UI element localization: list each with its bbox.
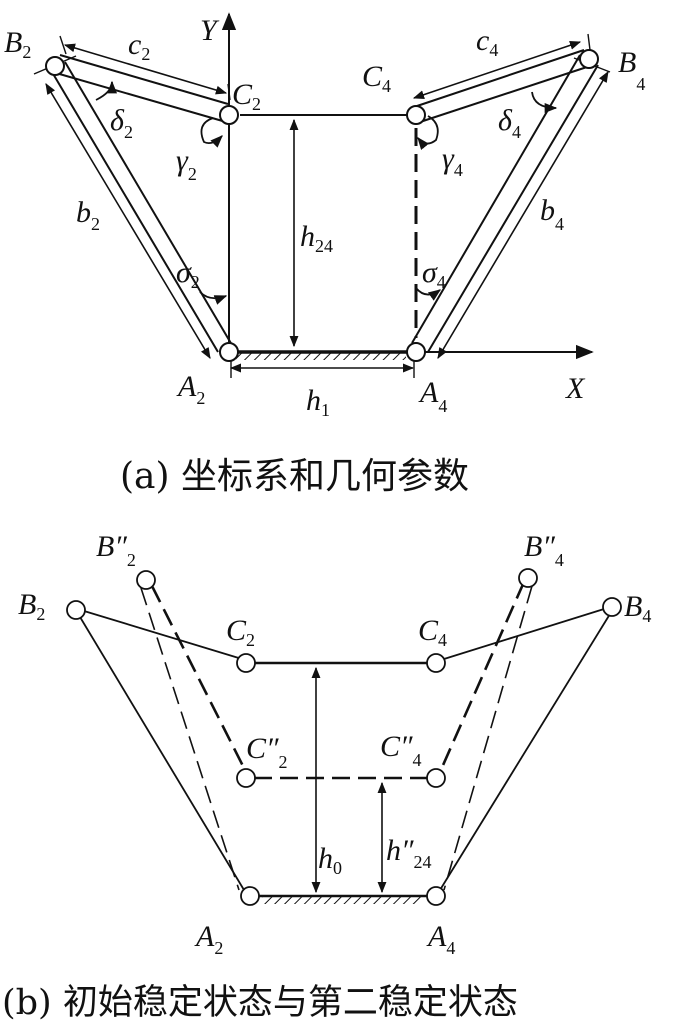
joint-a2 xyxy=(219,342,239,362)
label-h24: h24 xyxy=(300,220,333,256)
label-a4: A4 xyxy=(418,376,447,416)
gamma4-arc xyxy=(417,115,439,151)
joint-a4 xyxy=(406,342,426,362)
part-b: B2 B″2 C2 C4 C″2 C″4 B″4 B4 A2 A4 h0 h″2… xyxy=(2,530,651,1023)
joint-c2-initial xyxy=(236,653,256,673)
link-b4-initial xyxy=(439,613,611,891)
label-gamma2: γ2 xyxy=(176,144,197,184)
b2-dimension xyxy=(45,83,211,359)
label-b2-b: B2 xyxy=(18,588,45,624)
c4-dimension xyxy=(412,40,582,100)
joint-b2 xyxy=(45,56,65,76)
joint-c4-second xyxy=(426,768,446,788)
sigma4-arc xyxy=(415,287,442,301)
label-c4-b: C4 xyxy=(418,614,447,650)
caption-a: (a) 坐标系和几何参数 xyxy=(120,456,469,497)
joint-a2-b xyxy=(240,886,260,906)
gamma2-arc xyxy=(200,117,223,148)
joint-b4-initial xyxy=(602,597,622,617)
link-b4 xyxy=(411,54,599,353)
part-a: Y X B2 C2 C4 B4 A2 A4 c2 c4 b2 b4 h24 h1… xyxy=(4,12,645,497)
link-b2-initial xyxy=(76,611,245,891)
joint-c4-initial xyxy=(426,653,446,673)
label-b4-length: b4 xyxy=(540,194,564,234)
label-h0: h0 xyxy=(318,842,342,878)
label-c4-length: c4 xyxy=(476,24,498,60)
b4-dimension xyxy=(437,71,609,359)
label-c2: C2 xyxy=(232,78,261,114)
label-c2-length: c2 xyxy=(128,28,150,64)
link-c2 xyxy=(55,54,229,123)
label-a2-b: A2 xyxy=(194,920,223,958)
label-c2pp: C″2 xyxy=(246,732,288,772)
label-c4pp: C″4 xyxy=(380,730,422,770)
joint-a4-b xyxy=(426,886,446,906)
joint-b4-second xyxy=(518,568,538,588)
delta4-arc xyxy=(531,91,558,114)
joint-b2-second xyxy=(136,570,156,590)
label-sigma4: σ4 xyxy=(422,256,446,292)
x-axis-label: X xyxy=(565,372,586,405)
c2-dimension xyxy=(63,43,228,95)
label-a4-b: A4 xyxy=(426,920,455,958)
caption-b: (b) 初始稳定状态与第二稳定状态 xyxy=(2,983,518,1023)
sigma2-arc xyxy=(199,291,228,305)
joint-b4 xyxy=(579,49,599,69)
second-state-dashed xyxy=(140,581,533,891)
label-b2pp: B″2 xyxy=(96,530,136,570)
label-delta4: δ4 xyxy=(498,104,521,142)
label-gamma4: γ4 xyxy=(442,142,463,180)
label-c4: C4 xyxy=(362,60,391,96)
label-sigma2: σ2 xyxy=(176,256,200,292)
label-b4-b: B4 xyxy=(624,590,651,626)
joint-c4 xyxy=(406,105,426,125)
y-axis-label: Y xyxy=(200,14,220,47)
label-b2: B2 xyxy=(4,26,31,62)
label-h1: h1 xyxy=(306,384,330,420)
label-h24pp: h″24 xyxy=(386,834,432,872)
ground-hatch-b xyxy=(262,896,422,904)
label-delta2: δ2 xyxy=(110,104,133,142)
delta2-arc xyxy=(95,80,118,101)
label-c2-b: C2 xyxy=(226,614,255,650)
label-b2-length: b2 xyxy=(76,196,100,234)
link-c4-initial xyxy=(443,608,605,660)
label-b4pp: B″4 xyxy=(524,530,564,570)
joint-b2-initial xyxy=(66,600,86,620)
joint-c2 xyxy=(219,105,239,125)
ground-hatch-a xyxy=(236,352,406,360)
label-b4: B4 xyxy=(618,46,645,94)
label-a2: A2 xyxy=(176,370,205,408)
link-c2-initial xyxy=(83,610,243,660)
joint-c2-second xyxy=(236,768,256,788)
